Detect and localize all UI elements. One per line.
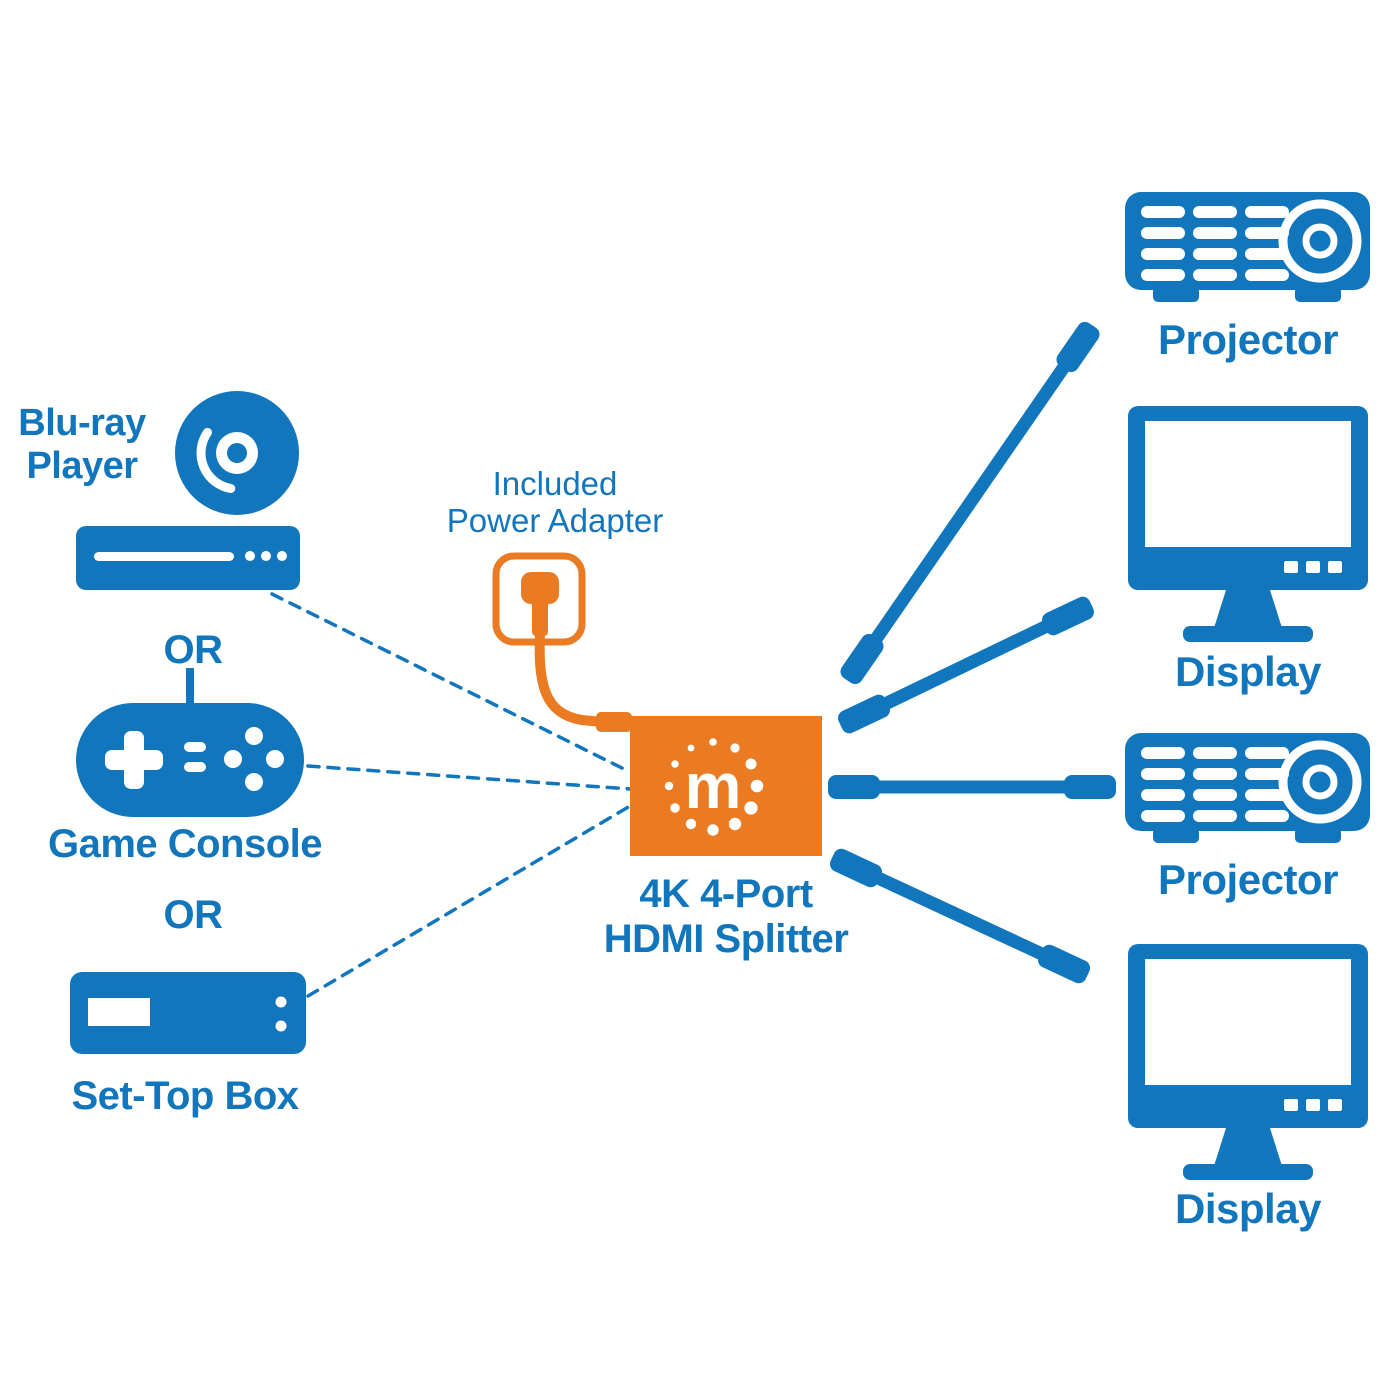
bluray-player-icon <box>76 526 300 590</box>
manhattan-logo: m <box>664 738 764 836</box>
projector-icon-2 <box>1125 733 1370 843</box>
power-adapter-label-line2: Power Adapter <box>446 501 664 539</box>
power-adapter-label-line1: Included <box>492 465 618 502</box>
power-cable <box>534 627 632 732</box>
display-icon-2 <box>1128 944 1368 1180</box>
dashed-link-settop <box>306 804 632 998</box>
projector-label-1: Projector <box>1158 316 1338 363</box>
hdmi-cable-3 <box>828 775 1116 799</box>
splitter-label: 4K 4-Port HDMI Splitter <box>595 872 857 962</box>
settop-box-label: Set-Top Box <box>71 1074 299 1118</box>
splitter-box <box>630 716 822 856</box>
projector-icon-1 <box>1125 192 1370 302</box>
bluray-label-line2: Player <box>26 444 138 487</box>
bluray-disc-icon <box>175 391 299 515</box>
hdmi-cable-4 <box>829 848 1091 984</box>
splitter-label-line1: 4K 4-Port <box>639 872 813 916</box>
game-controller-icon <box>76 668 304 817</box>
dashed-link-bluray <box>270 592 632 774</box>
bluray-player-label: Blu-ray Player <box>6 402 158 487</box>
display-label-2: Display <box>1175 1185 1321 1232</box>
projector-label-2: Projector <box>1158 856 1338 903</box>
dashed-link-group <box>270 592 632 998</box>
bluray-label-line1: Blu-ray <box>18 402 146 444</box>
or-label-1: OR <box>163 628 224 672</box>
power-adapter-label: Included Power Adapter <box>420 465 690 540</box>
splitter-label-line2: HDMI Splitter <box>603 916 849 961</box>
settop-box-icon <box>70 972 306 1054</box>
hdmi-cable-2 <box>838 596 1094 734</box>
display-icon-1 <box>1128 406 1368 642</box>
dashed-link-console <box>306 764 632 791</box>
or-label-2: OR <box>163 893 224 937</box>
logo-letter: m <box>685 750 742 822</box>
hdmi-cable-1 <box>840 321 1100 685</box>
display-label-1: Display <box>1175 648 1321 695</box>
game-console-label: Game Console <box>47 822 323 866</box>
